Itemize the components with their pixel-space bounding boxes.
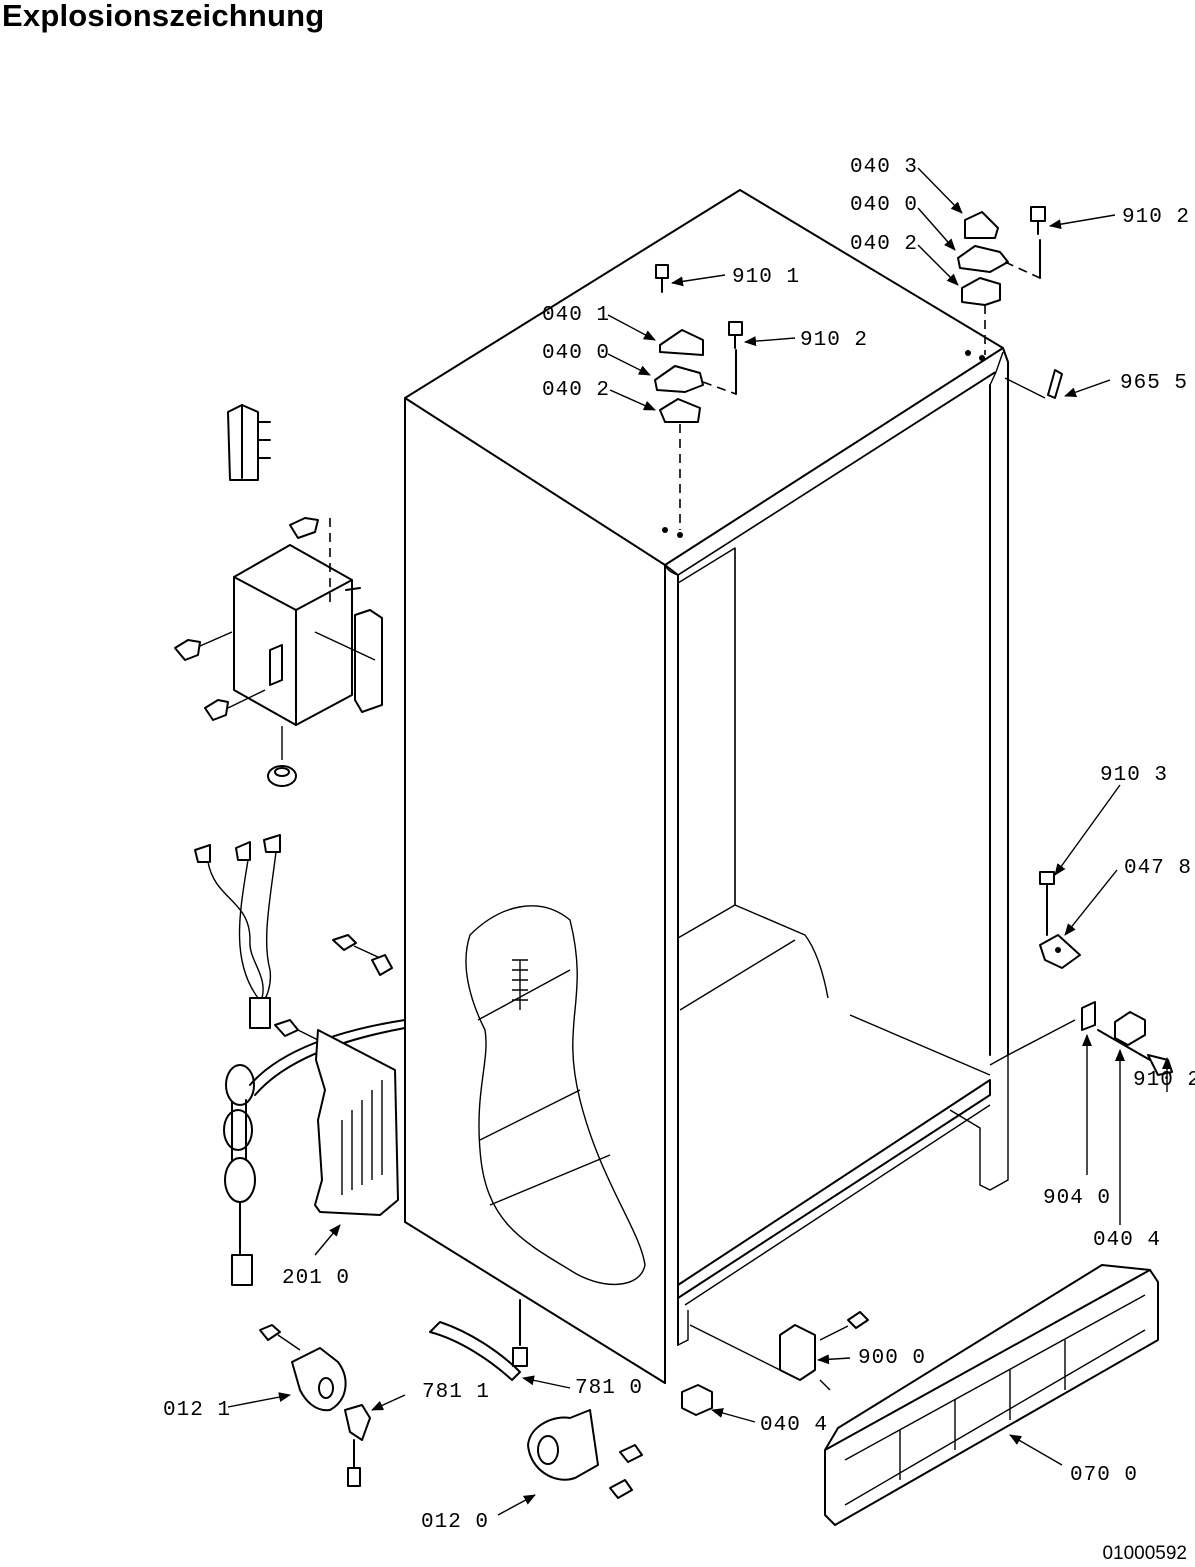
lower-right-hinge-assembly (1081, 1001, 1173, 1076)
callout-781-1: 781 1 (422, 1381, 490, 1404)
callout-910-1: 910 1 (732, 266, 800, 289)
wiring-harness-icon (194, 834, 281, 1029)
callout-070-0: 070 0 (1070, 1464, 1138, 1487)
callout-040-4: 040 4 (1093, 1229, 1161, 1252)
callout-904-0: 904 0 (1043, 1187, 1111, 1210)
drawing-number: 01000592 (1102, 1543, 1187, 1564)
callout-965-5: 965 5 (1120, 372, 1188, 395)
power-cord-icon (223, 1019, 406, 1286)
leveling-foot-icon (681, 1384, 713, 1416)
screw-icon (728, 321, 743, 349)
roller-bracket-icon (779, 1311, 869, 1381)
cabinet-cutaway (465, 905, 646, 1286)
overload-protector-icon (527, 1409, 643, 1499)
callout-040-0: 040 0 (542, 342, 610, 365)
callout-040-1: 040 1 (542, 304, 610, 327)
drain-tube-icon (429, 1299, 528, 1381)
callout-910-2: 910 2 (1133, 1069, 1195, 1092)
upper-left-hinge-assembly (654, 264, 743, 530)
screw-icon (655, 264, 669, 293)
relay-block-icon (227, 404, 271, 481)
callout-910-2: 910 2 (1122, 206, 1190, 229)
callout-040-0: 040 0 (850, 194, 918, 217)
callout-040-4: 040 4 (760, 1414, 828, 1437)
callout-900-0: 900 0 (858, 1347, 926, 1370)
callout-781-0: 781 0 (575, 1377, 643, 1400)
terminal-board-icon (274, 1019, 399, 1216)
callout-910-3: 910 3 (1100, 764, 1168, 787)
callout-012-0: 012 0 (421, 1511, 489, 1534)
toe-grille-icon (824, 1264, 1159, 1526)
callout-040-2: 040 2 (850, 233, 918, 256)
door-stop-assembly (1039, 871, 1081, 969)
control-housing-icon (174, 517, 383, 787)
upper-right-hinge-assembly (957, 206, 1046, 355)
refrigerator-cabinet (404, 189, 1076, 1391)
page-title: Explosionszeichnung (2, 0, 325, 33)
callout-012-1: 012 1 (163, 1399, 231, 1422)
callout-910-2: 910 2 (800, 329, 868, 352)
callout-047-8: 047 8 (1124, 857, 1192, 880)
callout-040-2: 040 2 (542, 379, 610, 402)
screw-icon (1030, 206, 1046, 235)
cable-clip-icon (332, 934, 393, 976)
callout-labels: 040 3 040 0 040 2 910 2 965 5 910 1 910 … (163, 156, 1195, 1534)
compressor-relay-icon (259, 1324, 371, 1487)
hinge-pin-965-5-icon (1004, 369, 1063, 399)
callout-201-0: 201 0 (282, 1267, 350, 1290)
leader-arrows (227, 167, 1172, 1516)
callout-040-3: 040 3 (850, 156, 918, 179)
